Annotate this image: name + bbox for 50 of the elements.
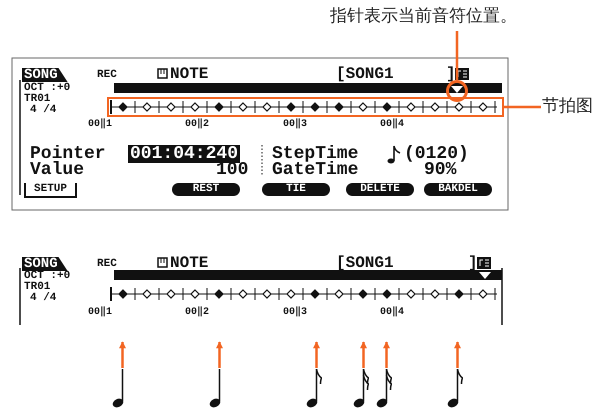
callout-text: 节拍图: [542, 98, 593, 120]
lcd-text: 00‖4: [380, 120, 404, 130]
lcd-text: 00‖1: [88, 120, 112, 130]
mode-tab: SONG: [22, 257, 68, 271]
highlighted-value: 001:04:240: [128, 145, 240, 163]
lcd-text: ]: [446, 66, 456, 82]
lcd-text: 4 /4: [30, 105, 56, 116]
lcd-text: 4 /4: [30, 293, 56, 304]
softkey-button: DELETE: [346, 183, 414, 196]
lcd-text: NOTE: [170, 66, 208, 82]
sixteenth-note-icon: [376, 368, 392, 408]
lcd-text: 90%: [424, 161, 456, 179]
lcd-text: 00‖1: [88, 308, 112, 318]
lcd-text: 00‖3: [283, 308, 308, 318]
arrow: [454, 341, 461, 368]
lcd-text: REC: [97, 259, 117, 270]
softkey-button: BAKDEL: [424, 183, 492, 196]
lcd-text: REC: [97, 70, 117, 81]
arrow: [119, 341, 126, 368]
sixteenth-note-icon: [353, 368, 369, 408]
menu-tab: SETUP: [24, 183, 78, 198]
eighth-note-icon: [306, 368, 322, 408]
softkey-button: REST: [172, 183, 240, 196]
lcd-text: NOTE: [170, 255, 208, 271]
lcd-text: 100: [216, 161, 248, 179]
leader-line: [504, 106, 541, 108]
lcd-text: GateTime: [272, 161, 358, 179]
callout-text: 指针表示当前音符位置。: [330, 8, 517, 30]
arrow: [383, 341, 390, 368]
lcd-text: StepTime: [272, 145, 358, 163]
lcd-text: (0120): [404, 145, 469, 163]
arrow: [216, 341, 223, 368]
mode-tab: SONG: [22, 68, 68, 82]
lcd-text: TR01: [24, 282, 50, 293]
lcd-text: OCT :+0: [24, 271, 70, 282]
lcd-text: 00‖4: [380, 308, 404, 318]
softkey-button: TIE: [262, 183, 330, 196]
lcd-text: 00‖2: [185, 308, 210, 318]
arrow: [313, 341, 320, 368]
lcd-text: OCT :+0: [24, 83, 70, 94]
lcd-text: 00‖2: [185, 120, 210, 130]
eighth-note-icon: [447, 368, 463, 408]
lcd-text: [SONG1: [336, 255, 394, 271]
leader-line: [456, 31, 458, 80]
beat-map-highlight: [107, 97, 504, 117]
lcd-text: [SONG1: [336, 66, 394, 82]
lcd-text: Value: [30, 161, 84, 179]
lcd-text: TR01: [24, 94, 50, 105]
lcd-text: 00‖3: [283, 120, 308, 130]
arrow: [360, 341, 367, 368]
